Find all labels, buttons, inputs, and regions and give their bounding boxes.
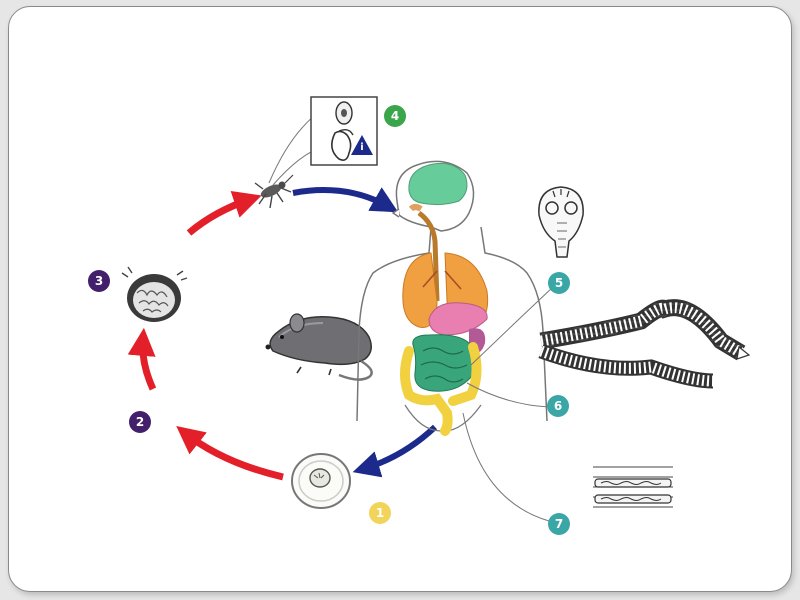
- tapeworm-icon: [538, 299, 751, 389]
- cycle-arrow-egg-to-stage2: [176, 426, 284, 481]
- liver-icon: [428, 302, 488, 336]
- large-intestine-icon: [400, 342, 482, 436]
- diagnostic-marker: i: [360, 142, 363, 153]
- proglottid-icon: [593, 466, 673, 508]
- life-cycle-diagram: i: [88, 96, 751, 535]
- small-intestine-icon: [412, 334, 476, 392]
- step-badge-4: 4: [384, 105, 406, 127]
- step-badge-6: 6: [547, 395, 569, 417]
- arrow-flea-to-human: [292, 187, 399, 213]
- step-2-circle: [129, 411, 151, 433]
- egg-icon: [291, 453, 351, 509]
- step-badge-2: 2: [129, 411, 151, 433]
- cysticercoid-inset: [310, 96, 378, 166]
- diagnostic-stage-icon: i: [351, 135, 373, 155]
- slide-frame: i: [8, 6, 792, 592]
- cycle-arrow-stage2-to-stage3: [127, 327, 157, 391]
- step-5-circle: [548, 272, 570, 294]
- brain-icon: [408, 162, 468, 206]
- step-7-circle: [548, 513, 570, 535]
- esophagus-icon: [408, 204, 440, 302]
- rat-icon: [265, 313, 373, 381]
- step-3-circle: [88, 270, 110, 292]
- step-2-label: 2: [136, 415, 144, 429]
- step-7-label: 7: [555, 517, 563, 531]
- step-1-circle: [369, 502, 391, 524]
- scolex-icon: [538, 186, 584, 258]
- step-badge-7: 7: [548, 513, 570, 535]
- cycle-arrows: [127, 191, 284, 481]
- callout-lines: [462, 286, 554, 522]
- step-badge-1: 1: [369, 502, 391, 524]
- step-4-circle: [384, 105, 406, 127]
- step-4-label: 4: [391, 109, 399, 123]
- flea-icon: [254, 174, 294, 209]
- larva-icon: [121, 266, 188, 322]
- step-6-circle: [547, 395, 569, 417]
- arrow-human-to-egg: [352, 424, 438, 478]
- step-badges: 1 2 3 4 5 6 7: [88, 105, 570, 535]
- step-6-label: 6: [554, 399, 562, 413]
- step-5-label: 5: [555, 276, 563, 290]
- step-3-label: 3: [95, 274, 103, 288]
- step-badge-5: 5: [548, 272, 570, 294]
- transmission-arrows: [292, 187, 438, 478]
- step-1-label: 1: [376, 506, 384, 520]
- cycle-arrow-stage3-to-flea: [186, 191, 262, 236]
- step-badge-3: 3: [88, 270, 110, 292]
